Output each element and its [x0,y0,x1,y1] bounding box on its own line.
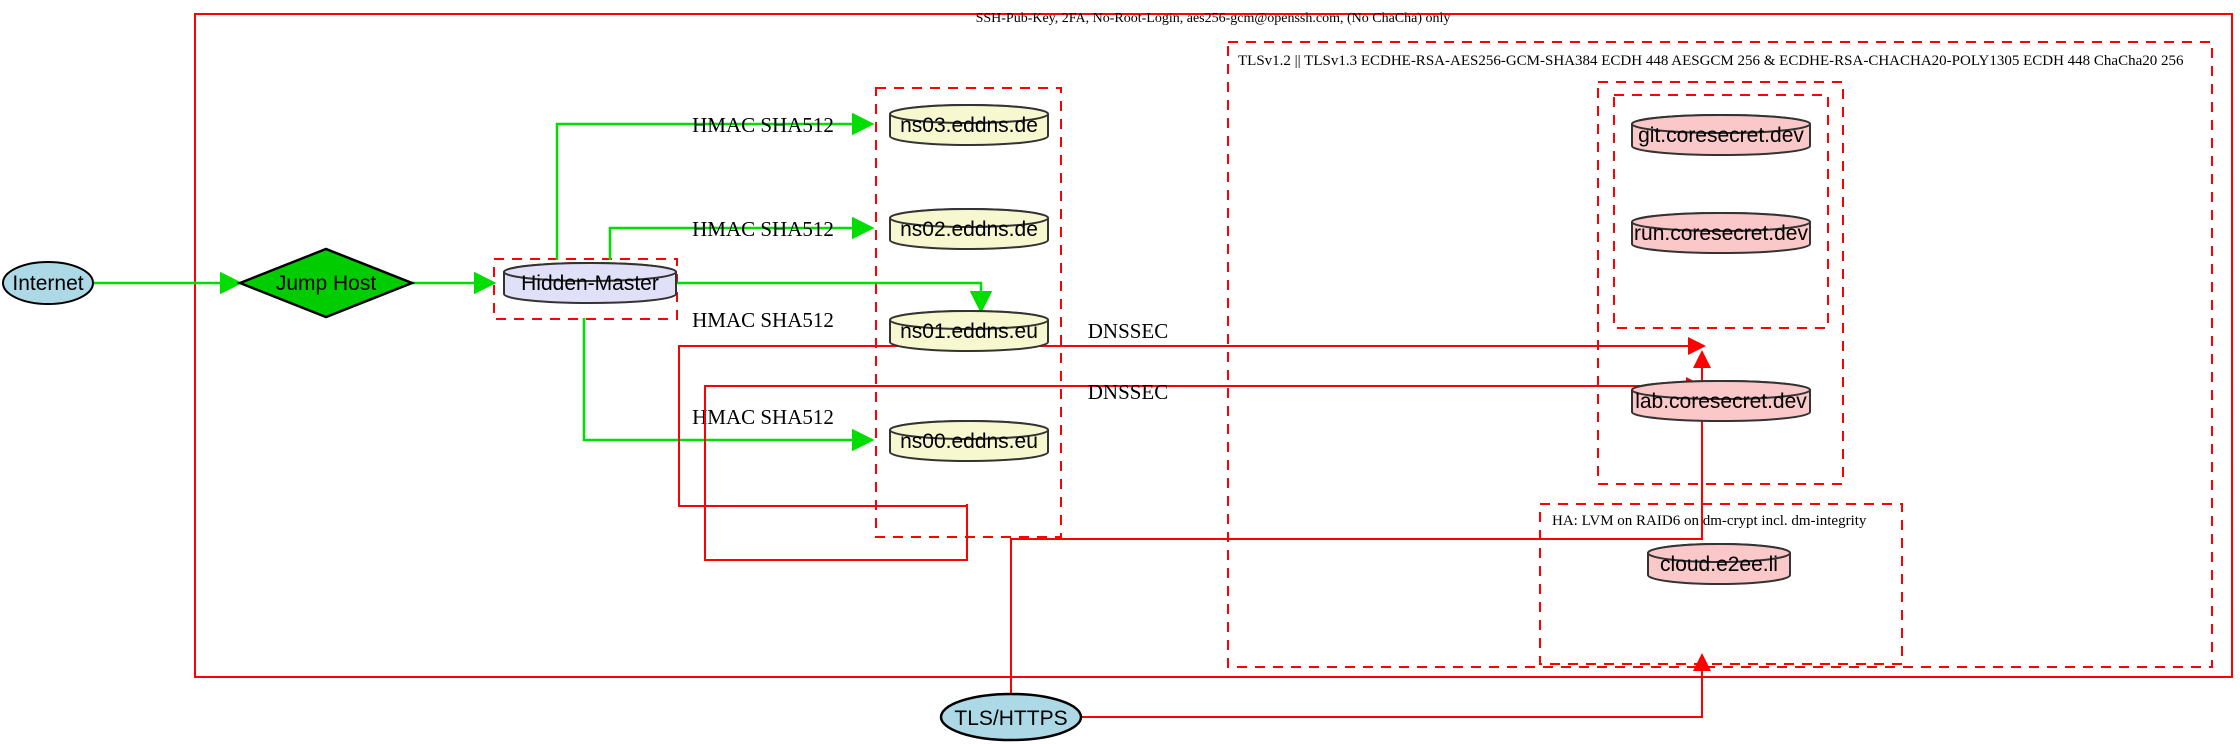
node-internet-label: Internet [12,272,83,295]
node-lab-coresecret[interactable]: lab.coresecret.dev [1631,380,1811,422]
node-jumphost-label: Jump Host [276,272,377,295]
node-git-coresecret-label: git.coresecret.dev [1638,124,1804,147]
node-ns01[interactable]: ns01.eddns.eu [889,310,1049,352]
cluster-coresecret-inner-group [1613,94,1829,329]
node-run-coresecret-label: run.coresecret.dev [1634,222,1808,245]
node-ns00-label: ns00.eddns.eu [900,430,1038,453]
edge-label-hmac-ns00: HMAC SHA512 [692,405,834,429]
node-ns02[interactable]: ns02.eddns.de [889,208,1049,250]
edge-hidden-ns01 [660,281,993,314]
edge-label-dnssec-2: DNSSEC [1088,380,1169,404]
node-run-coresecret[interactable]: run.coresecret.dev [1631,212,1811,254]
edge-hidden-ns03 [555,112,875,260]
cluster-ha-group-label: HA: LVM on RAID6 on dm-crypt incl. dm-in… [1552,513,1867,529]
node-hidden-master[interactable]: Hidden-Master [503,262,677,304]
node-tls-https[interactable]: TLS/HTTPS [939,692,1083,742]
edge-tlshttps-coresecret [1010,350,1711,703]
cluster-ha-group [1539,503,1903,665]
node-cloud-e2ee[interactable]: cloud.e2ee.li [1647,543,1791,585]
edge-label-hmac-ns02: HMAC SHA512 [692,217,834,241]
node-ns03-label: ns03.eddns.de [900,114,1038,137]
node-jumphost[interactable]: Jump Host [236,247,416,319]
edge-label-hmac-ns01: HMAC SHA512 [692,308,834,332]
cluster-ssh-outer [194,13,2233,678]
edge-tlshttps-ha [1081,653,1711,718]
node-git-coresecret[interactable]: git.coresecret.dev [1631,114,1811,156]
cluster-ssh-outer-label: SSH-Pub-Key, 2FA, No-Root-Login, aes256-… [976,11,1451,26]
edge-label-dnssec-1: DNSSEC [1088,319,1169,343]
edge-hidden-ns02 [608,216,875,260]
edge-dnssec-1 [678,345,1700,537]
node-tls-https-label: TLS/HTTPS [954,707,1067,730]
node-ns03[interactable]: ns03.eddns.de [889,104,1049,146]
node-hidden-master-label: Hidden-Master [521,272,659,295]
cluster-tls-group [1227,41,2213,668]
cluster-dns-group [875,87,1062,538]
node-ns02-label: ns02.eddns.de [900,218,1038,241]
node-internet[interactable]: Internet [2,261,94,305]
edge-hidden-ns00 [582,318,875,452]
cluster-tls-group-label: TLSv1.2 || TLSv1.3 ECDHE-RSA-AES256-GCM-… [1238,53,2184,69]
edge-dnssec-2 [704,377,1704,561]
edge-label-hmac-ns03: HMAC SHA512 [692,113,834,137]
node-ns01-label: ns01.eddns.eu [900,320,1038,343]
node-ns00[interactable]: ns00.eddns.eu [889,420,1049,462]
node-cloud-e2ee-label: cloud.e2ee.li [1660,553,1778,576]
node-lab-coresecret-label: lab.coresecret.dev [1635,390,1807,413]
